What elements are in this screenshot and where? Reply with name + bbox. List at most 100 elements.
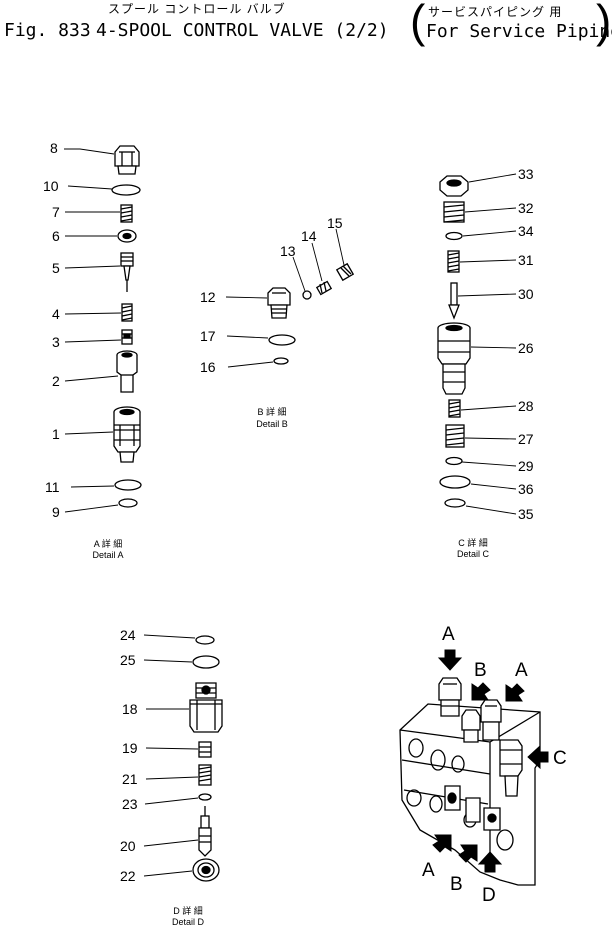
callout-9: 9	[52, 504, 60, 520]
part-31-spring[interactable]	[447, 250, 460, 273]
callout-12: 12	[200, 289, 216, 305]
part-7-spring[interactable]	[120, 204, 133, 223]
part-14-spring[interactable]	[315, 280, 333, 296]
left-bracket: (	[410, 0, 426, 47]
detail-d-parts	[189, 635, 223, 882]
part-12-plug[interactable]	[267, 287, 291, 319]
figure-number: Fig. 833	[4, 20, 91, 41]
part-35-o-ring[interactable]	[444, 498, 466, 508]
part-6-nut[interactable]	[117, 229, 137, 243]
callout-10: 10	[43, 178, 59, 194]
part-28-spring[interactable]	[448, 399, 461, 418]
part-3-seat[interactable]	[121, 329, 133, 345]
part-18-plug[interactable]	[189, 682, 223, 733]
assembly-label-b-top: B	[474, 660, 487, 681]
page-title: 4-SPOOL CONTROL VALVE (2/2)	[96, 20, 389, 41]
assembly-label-d-bottom: D	[482, 885, 496, 906]
callout-4: 4	[52, 306, 60, 322]
part-34-o-ring[interactable]	[445, 231, 463, 241]
part-23-o-ring[interactable]	[198, 793, 212, 801]
detail-b-caption-jp: B 詳 細	[257, 406, 286, 417]
assembly-label-a-top: A	[442, 624, 455, 645]
part-27-seat[interactable]	[445, 424, 465, 448]
callout-27: 27	[518, 431, 534, 447]
part-33-nut[interactable]	[439, 175, 469, 197]
part-25-o-ring[interactable]	[192, 655, 220, 669]
part-13-ball[interactable]	[302, 290, 312, 300]
assembly-arrows	[432, 649, 549, 873]
part-36-o-ring[interactable]	[439, 475, 471, 489]
part-1-body[interactable]	[113, 406, 141, 463]
callout-20: 20	[120, 838, 136, 854]
part-21-spring[interactable]	[198, 764, 212, 786]
part-4-spring[interactable]	[121, 303, 133, 322]
japanese-subtitle: サービスパイピング 用	[428, 5, 563, 19]
callout-31: 31	[518, 252, 534, 268]
callout-34: 34	[518, 223, 534, 239]
part-11-o-ring[interactable]	[114, 479, 142, 491]
arrow-c-right	[527, 744, 549, 770]
part-16-o-ring[interactable]	[273, 357, 289, 365]
callout-24: 24	[120, 627, 136, 643]
callout-18: 18	[122, 701, 138, 717]
part-10-o-ring[interactable]	[111, 184, 141, 196]
part-24-o-ring[interactable]	[195, 635, 215, 645]
callout-25: 25	[120, 652, 136, 668]
detail-b-parts	[267, 262, 355, 365]
callout-29: 29	[518, 458, 534, 474]
callout-22: 22	[120, 868, 136, 884]
arrow-a-bottom	[432, 834, 452, 853]
detail-d-caption: Detail D	[172, 917, 205, 927]
part-5-poppet[interactable]	[120, 252, 134, 292]
japanese-title: スプール コントロール バルブ	[108, 2, 286, 16]
valve-assembly[interactable]	[399, 677, 541, 886]
part-20-poppet[interactable]	[198, 806, 212, 857]
subtitle: For Service Piping	[426, 21, 612, 42]
callout-5: 5	[52, 260, 60, 276]
callout-26: 26	[518, 340, 534, 356]
detail-a-caption: Detail A	[92, 550, 123, 560]
callout-36: 36	[518, 481, 534, 497]
callout-30: 30	[518, 286, 534, 302]
callout-1: 1	[52, 426, 60, 442]
part-15-plug[interactable]	[335, 262, 355, 282]
callout-7: 7	[52, 204, 60, 220]
assembly-label-a-bottom: A	[422, 860, 435, 881]
callout-19: 19	[122, 740, 138, 756]
arrow-a-top	[437, 649, 463, 671]
part-8-cap[interactable]	[114, 145, 140, 175]
detail-c-parts	[437, 175, 471, 508]
callout-2: 2	[52, 373, 60, 389]
callout-6: 6	[52, 228, 60, 244]
detail-a-caption-jp: A 詳 細	[94, 538, 123, 549]
callout-35: 35	[518, 506, 534, 522]
part-30-poppet[interactable]	[448, 282, 460, 320]
part-19-seat[interactable]	[198, 741, 212, 758]
part-2-sleeve[interactable]	[116, 350, 138, 393]
callout-13: 13	[280, 243, 296, 259]
callout-11: 11	[45, 479, 60, 495]
detail-c-caption: Detail C	[457, 549, 490, 559]
callout-32: 32	[518, 200, 534, 216]
part-22-seat[interactable]	[192, 858, 220, 882]
assembly-label-b-bottom: B	[450, 874, 463, 895]
part-26-body[interactable]	[437, 322, 471, 395]
callout-3: 3	[52, 334, 60, 350]
detail-d-caption-jp: D 詳 細	[173, 905, 203, 916]
callout-23: 23	[122, 796, 138, 812]
part-17-o-ring[interactable]	[268, 334, 296, 346]
assembly-label-c-right: C	[553, 748, 567, 769]
arrow-b-top	[471, 682, 491, 701]
arrow-b-bottom	[458, 844, 478, 863]
callout-21: 21	[122, 771, 138, 787]
arrow-d-bottom	[477, 851, 503, 873]
callout-28: 28	[518, 398, 534, 414]
part-29-o-ring[interactable]	[445, 456, 463, 466]
part-9-o-ring[interactable]	[118, 498, 138, 508]
callout-8: 8	[50, 140, 58, 156]
right-bracket: )	[596, 0, 612, 47]
part-32-spring[interactable]	[443, 201, 465, 223]
callout-15: 15	[327, 215, 343, 231]
detail-a-parts	[111, 145, 142, 508]
